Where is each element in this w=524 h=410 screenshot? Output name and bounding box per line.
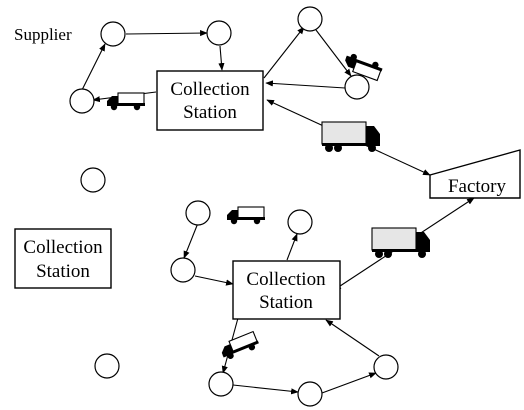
factory-label: Factory bbox=[448, 176, 507, 197]
station-left-line-2: Station bbox=[36, 261, 90, 282]
edge-center-loop-3 bbox=[286, 233, 298, 261]
delivery-van-icon bbox=[106, 92, 146, 111]
supplier-node bbox=[373, 354, 399, 380]
supplier-node bbox=[170, 257, 196, 283]
station-top-line-2: Station bbox=[183, 102, 237, 123]
supplier-node bbox=[100, 21, 126, 47]
supplier-node bbox=[69, 88, 95, 114]
supplier-label: Supplier bbox=[14, 25, 72, 44]
station-left-line-1: Collection bbox=[23, 237, 103, 258]
supplier-node bbox=[94, 353, 120, 379]
supplier-node bbox=[297, 6, 323, 32]
supplier-node bbox=[287, 209, 313, 235]
edge-top-loop-4 bbox=[81, 43, 106, 91]
supplier-node bbox=[208, 371, 234, 397]
station-top-line-1: Collection bbox=[170, 79, 250, 100]
delivery-van-icon bbox=[218, 330, 262, 362]
cargo-truck-icon bbox=[321, 121, 381, 153]
edge-bottom-loop-2 bbox=[232, 384, 299, 395]
edge-top-loop-2 bbox=[218, 45, 225, 71]
edge-center-loop-2 bbox=[194, 275, 234, 286]
supplier-node bbox=[80, 167, 106, 193]
supplier-nodes bbox=[69, 6, 399, 407]
edge-bottom-loop-4 bbox=[325, 319, 380, 357]
supplier-node bbox=[185, 200, 211, 226]
edge-top-loop-1 bbox=[125, 30, 208, 37]
edge-right-loop-3 bbox=[265, 80, 346, 89]
supplier-node bbox=[206, 20, 232, 46]
edges bbox=[81, 26, 475, 395]
station-center-line-1: Collection bbox=[246, 269, 326, 290]
factory: Factory bbox=[429, 149, 521, 199]
collection-station-top: Collection Station bbox=[156, 70, 264, 131]
station-center-line-2: Station bbox=[259, 292, 313, 313]
supplier-node bbox=[297, 381, 323, 407]
supplier-node bbox=[344, 74, 370, 100]
delivery-van-icon bbox=[226, 206, 266, 225]
cargo-truck-icon bbox=[371, 227, 431, 259]
edge-right-loop-2 bbox=[315, 29, 352, 77]
collection-station-left: Collection Station bbox=[14, 228, 112, 289]
collection-station-center: Collection Station bbox=[232, 260, 341, 320]
edge-right-loop-1 bbox=[263, 26, 305, 79]
edge-bottom-loop-3 bbox=[321, 372, 377, 394]
